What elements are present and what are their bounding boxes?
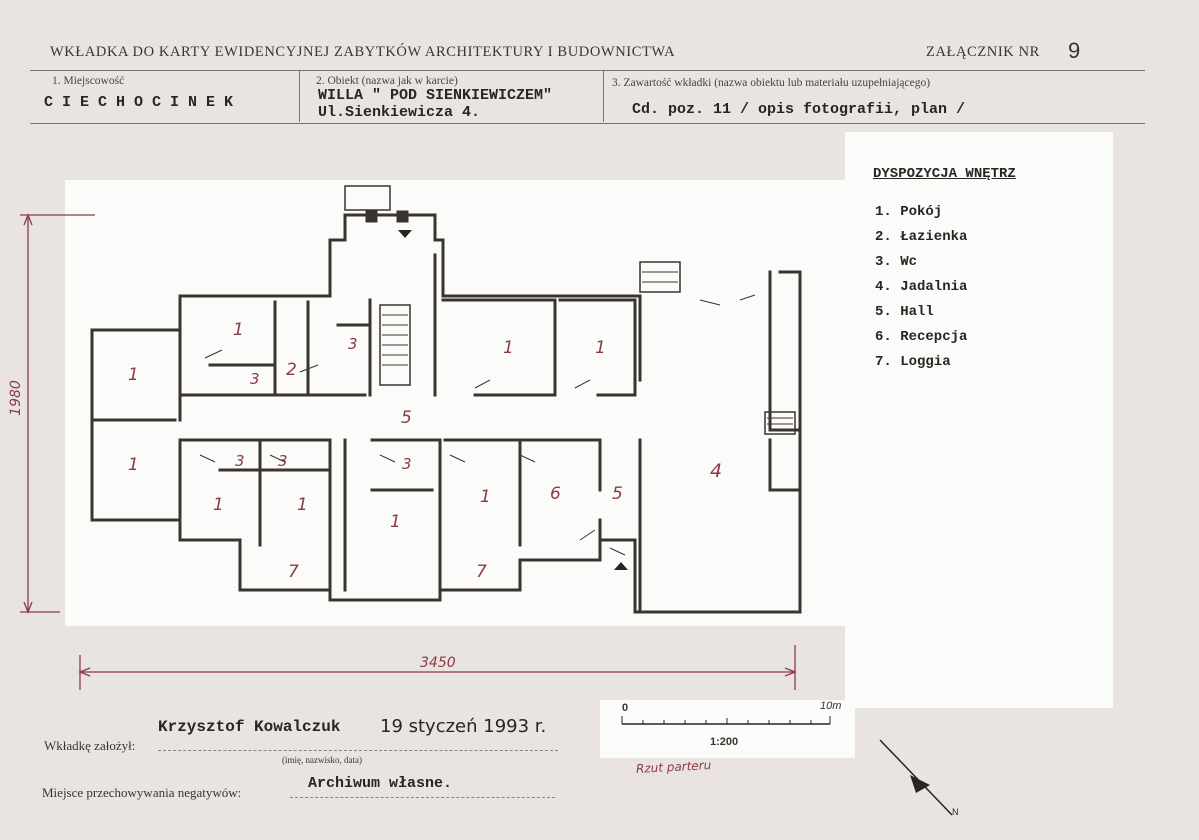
room-number: 1 [595,338,606,358]
legend-title: DYSPOZYCJA WNĘTRZ [873,166,1016,182]
svg-text:N: N [952,807,959,817]
room-number: 7 [288,562,299,582]
legend-item: 5. Hall [875,304,934,320]
storage-value: Archiwum własne. [308,775,453,792]
room-number: 5 [612,484,623,504]
dimension-vertical: 1980 [7,380,24,416]
dimension-horizontal: 3450 [420,655,456,671]
contents-label: 3. Zawartość wkładki (nazwa obiektu lub … [612,77,931,89]
scale-zero: 0 [622,702,629,714]
scale-paper: 0 10m 1:200 [600,700,855,758]
author-value: Krzysztof Kowalczuk [158,718,341,736]
object-value-line2: Ul.Sienkiewicza 4. [318,104,481,121]
room-number: 2 [286,360,297,380]
room-number: 6 [550,484,561,504]
entrance-marker-top [398,230,412,238]
fields-rule [30,123,1145,124]
scale-bar [621,716,831,725]
north-arrow-icon: N [879,739,959,817]
room-number: 1 [213,495,224,515]
locality-label: 1. Miejscowość [52,75,125,87]
form-title: WKŁADKA DO KARTY EWIDENCYJNEJ ZABYTKÓW A… [50,44,676,60]
room-number: 1 [128,365,139,385]
field-divider-2 [603,70,604,122]
legend-item: 6. Recepcja [875,329,968,345]
object-value-line1: WILLA " POD SIENKIEWICZEM" [318,87,553,104]
room-number: 1 [128,455,139,475]
author-label: Wkładkę założył: [44,738,136,753]
plan-paper [65,180,848,626]
scale-ratio: 1:200 [710,736,739,748]
storage-label: Miejsce przechowywania negatywów: [42,785,242,800]
object-label: 2. Obiekt (nazwa jak w karcie) [316,75,458,87]
date-value: 19 styczeń 1993 r. [380,716,547,737]
legend-paper: DYSPOZYCJA WNĘTRZ 1. Pokój 2. Łazienka 3. … [845,132,1113,708]
locality-value: CIECHOCINEK [44,94,243,111]
room-number: 3 [235,452,245,470]
legend-item: 1. Pokój [875,204,943,220]
author-line [158,750,558,751]
room-number: 5 [401,408,412,428]
legend-item: 3. Wc [875,254,918,270]
contents-value: Cd. poz. 11 / opis fotografii, plan / [632,101,966,118]
legend-item: 4. Jadalnia [875,279,968,295]
field-divider-1 [299,70,300,122]
room-number: 1 [233,320,244,340]
room-number: 1 [480,487,491,507]
legend-list: 1. Pokój 2. Łazienka 3. Wc 4. Jadalnia 5. Ha… [875,200,967,375]
author-sublabel: (imię, nazwisko, data) [282,755,362,765]
legend-item: 7. Loggia [875,354,951,370]
room-number: 1 [390,512,401,532]
room-number: 7 [476,562,487,582]
attachment-number: 9 [1068,38,1081,63]
room-number: 3 [250,370,260,388]
header-rule [30,70,1145,71]
room-number: 3 [278,452,288,470]
room-number: 1 [503,338,514,358]
room-number: 1 [297,495,308,515]
legend-item: 2. Łazienka [875,229,968,245]
attachment-label: ZAŁĄCZNIK NR [926,44,1040,60]
room-number: 4 [710,460,723,482]
room-number: 3 [402,455,412,473]
scale-ten: 10m [820,700,842,712]
room-number: 3 [348,335,358,353]
entrance-marker-bottom [614,562,628,570]
storage-line [290,797,555,798]
